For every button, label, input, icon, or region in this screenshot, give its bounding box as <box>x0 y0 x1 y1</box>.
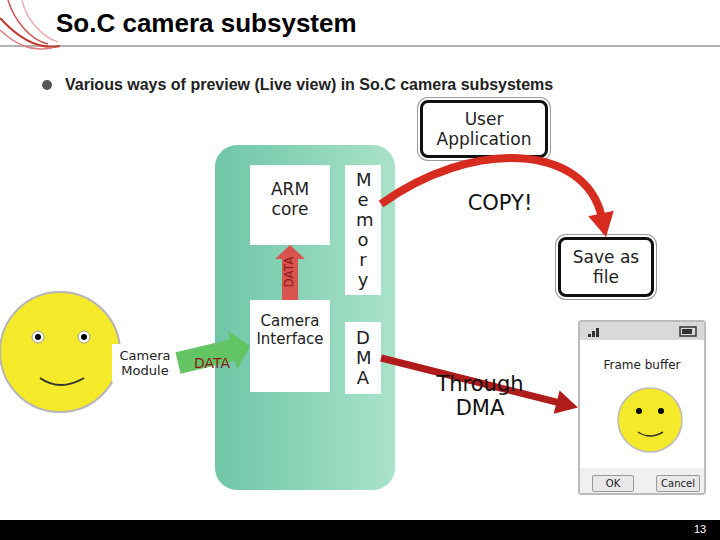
interface-box: Camera Interface <box>250 300 330 392</box>
node-text: Memory <box>356 170 370 290</box>
node-text: DMA <box>356 328 370 388</box>
preview-face <box>618 388 682 452</box>
phone-status-bar <box>580 322 704 340</box>
curve-line <box>381 158 602 218</box>
dma-box: DMA <box>345 322 381 394</box>
edge-label: DATA <box>282 257 296 288</box>
processor-box: ARM core <box>250 165 330 245</box>
node-text: Camera Interface <box>250 312 330 348</box>
face-eye <box>32 331 44 343</box>
slide-title: So.C camera subsystem <box>56 8 357 39</box>
page-number: 13 <box>694 523 706 535</box>
node-text: Cancel <box>661 478 695 489</box>
header-swoosh <box>0 18 60 47</box>
face-mouth <box>40 378 84 385</box>
node-text: Frame buffer <box>603 358 680 372</box>
button-bar <box>580 468 704 493</box>
face-eye <box>658 408 664 414</box>
edge-label: DATA <box>194 355 230 371</box>
soc-block <box>215 145 395 490</box>
face-mouth <box>638 432 663 436</box>
signal-bar <box>596 328 599 337</box>
battery-fill <box>682 329 692 334</box>
cancel-button: Cancel <box>656 475 700 492</box>
subtitle-text: Various ways of preview (Live view) in S… <box>65 76 553 94</box>
node-text: ARM core <box>250 179 330 219</box>
node-text: User Application <box>423 109 545 149</box>
signal-bar <box>592 331 595 337</box>
phone-art <box>578 320 706 495</box>
data-arrow <box>176 331 251 374</box>
block-arrow <box>275 245 305 300</box>
battery-icon <box>680 327 696 336</box>
subject-face <box>0 292 120 412</box>
camera-module-box: Camera Module <box>112 344 178 382</box>
application-box: User Application <box>420 100 548 158</box>
data-arrow <box>275 245 305 300</box>
face-pupil <box>35 334 41 340</box>
edge-label: Through DMA <box>415 372 545 420</box>
phone-screen: Frame bufferOK Cancel <box>578 320 706 495</box>
block-arrow <box>176 331 251 374</box>
header-rule <box>0 45 720 47</box>
ok-button: OK <box>592 475 634 492</box>
face-eye <box>78 331 90 343</box>
signal-bar <box>588 334 591 337</box>
face-eye <box>636 408 642 414</box>
header-swoosh <box>22 0 58 42</box>
face-pupil <box>81 334 87 340</box>
copy-arrow <box>381 158 614 237</box>
node-text: Camera Module <box>112 348 178 378</box>
bullet <box>42 80 52 90</box>
arrow-head <box>588 211 613 237</box>
footer-bar <box>0 520 720 540</box>
memory-box: Memory <box>345 165 381 295</box>
node-text: Save as file <box>561 247 651 287</box>
header-swoosh <box>8 0 48 44</box>
file-box: Save as file <box>558 237 654 297</box>
edge-label: COPY! <box>468 191 533 215</box>
node-text: OK <box>606 478 620 489</box>
header-swoosh <box>0 30 52 49</box>
